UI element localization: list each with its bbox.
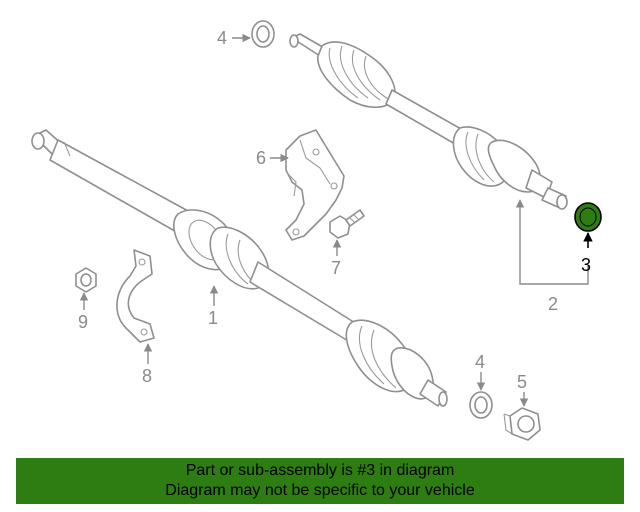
drive-shaft-assembly-upper bbox=[289, 33, 568, 210]
flange-nut bbox=[75, 267, 97, 293]
parts-diagram: 4 6 7 1 8 9 4 5 2 3 bbox=[31, 20, 602, 441]
banner-line-2: Diagram may not be specific to your vehi… bbox=[165, 482, 475, 499]
callout-1: 1 bbox=[208, 308, 218, 328]
callout-4-lower: 4 bbox=[475, 352, 485, 372]
callout-2: 2 bbox=[548, 294, 558, 314]
leader-2 bbox=[515, 199, 589, 285]
drive-shaft-assembly-lower bbox=[31, 129, 448, 407]
banner-line-1: Part or sub-assembly is #3 in diagram bbox=[185, 462, 455, 479]
bearing-bracket bbox=[116, 249, 155, 343]
heat-shield-bracket bbox=[285, 129, 345, 241]
callout-7: 7 bbox=[331, 258, 341, 278]
callout-5: 5 bbox=[517, 372, 527, 392]
bolt bbox=[329, 209, 365, 239]
callout-3: 3 bbox=[581, 255, 591, 275]
part-info-banner: Part or sub-assembly is #3 in diagram Di… bbox=[16, 458, 624, 504]
callout-4-upper: 4 bbox=[217, 28, 227, 48]
washer-lower bbox=[469, 391, 493, 419]
callout-9: 9 bbox=[78, 312, 88, 332]
washer-upper bbox=[251, 20, 275, 48]
axle-nut bbox=[503, 407, 541, 441]
seal-highlighted bbox=[574, 202, 602, 232]
callout-8: 8 bbox=[142, 366, 152, 386]
callout-6: 6 bbox=[256, 148, 266, 168]
